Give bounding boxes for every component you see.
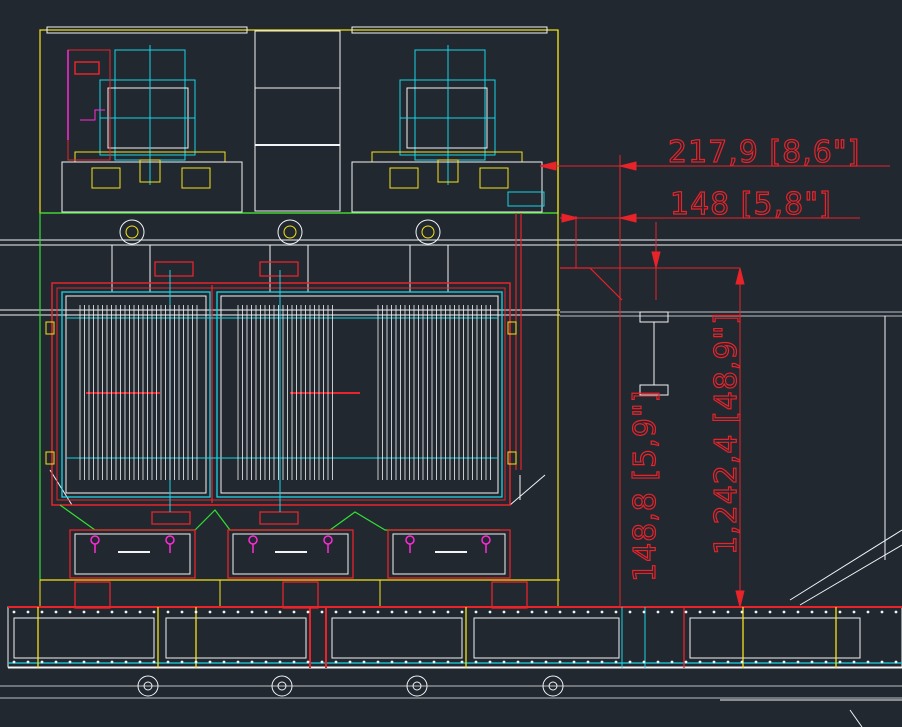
floor-lines — [0, 239, 902, 699]
right-structure — [560, 216, 902, 727]
dim-label-left-vertical: 148,8 [5,9"] — [628, 390, 663, 582]
dimension-lines — [539, 155, 890, 608]
motor-unit-left — [61, 45, 243, 213]
dim-label-right-vertical: 1,242,4 [48,9"] — [709, 312, 744, 555]
side-frame — [39, 30, 559, 580]
base-frame — [39, 579, 560, 609]
dim-label-second-width: 148 [5,8"] — [670, 187, 832, 222]
bottom-structure — [7, 606, 902, 669]
filter-bags — [79, 305, 491, 480]
motor-unit-right — [351, 45, 545, 213]
filter-housing — [45, 270, 517, 525]
rail-bolts — [12, 610, 898, 664]
dim-label-top-width: 217,9 [8,6"] — [668, 135, 860, 170]
inlet-hoppers — [111, 219, 449, 293]
caster-wheels — [137, 675, 564, 697]
discharge-hoppers — [59, 504, 511, 579]
